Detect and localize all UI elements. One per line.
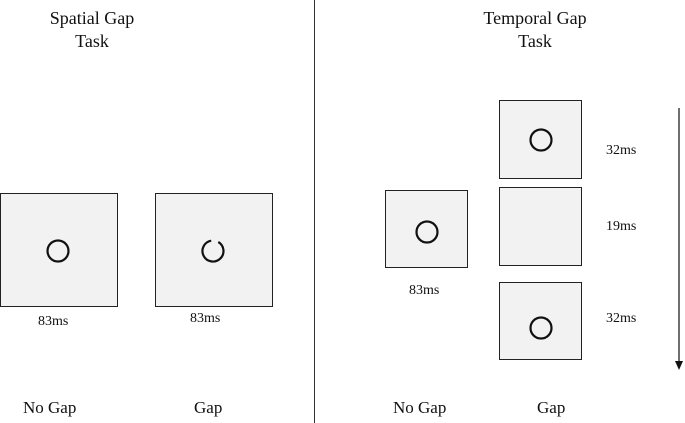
spatial-no-gap-duration: 83ms	[38, 314, 69, 329]
temporal-gap-frame-2	[499, 187, 582, 266]
temporal-no-gap-duration: 83ms	[409, 283, 440, 298]
temporal-title-line2: Task	[518, 31, 552, 51]
spatial-no-gap-label: No Gap	[23, 398, 77, 417]
time-arrow-icon	[675, 108, 683, 370]
circle-stimulus	[46, 239, 70, 263]
temporal-no-gap-frame	[385, 190, 468, 268]
temporal-gap-frame-2-duration: 19ms	[606, 219, 637, 234]
temporal-gap-frame-1	[499, 100, 582, 179]
spatial-title-line1: Spatial Gap	[49, 8, 135, 28]
spatial-title: Spatial Gap Task	[12, 7, 172, 53]
spatial-title-line2: Task	[75, 31, 109, 51]
circle-stimulus	[529, 316, 553, 340]
section-divider	[314, 0, 316, 423]
temporal-title: Temporal Gap Task	[455, 7, 615, 53]
temporal-gap-frame-1-duration: 32ms	[606, 143, 637, 158]
spatial-gap-frame	[155, 193, 273, 307]
spatial-gap-duration: 83ms	[190, 311, 221, 326]
temporal-no-gap-label: No Gap	[393, 398, 447, 417]
temporal-gap-frame-3-duration: 32ms	[606, 311, 637, 326]
gapped-circle-stimulus	[201, 239, 225, 263]
spatial-gap-label: Gap	[194, 398, 223, 417]
temporal-gap-frame-3	[499, 282, 582, 360]
temporal-gap-label: Gap	[537, 398, 566, 417]
temporal-title-line1: Temporal Gap	[483, 8, 587, 28]
spatial-no-gap-frame	[0, 193, 118, 307]
circle-stimulus	[415, 220, 439, 244]
circle-stimulus	[529, 128, 553, 152]
